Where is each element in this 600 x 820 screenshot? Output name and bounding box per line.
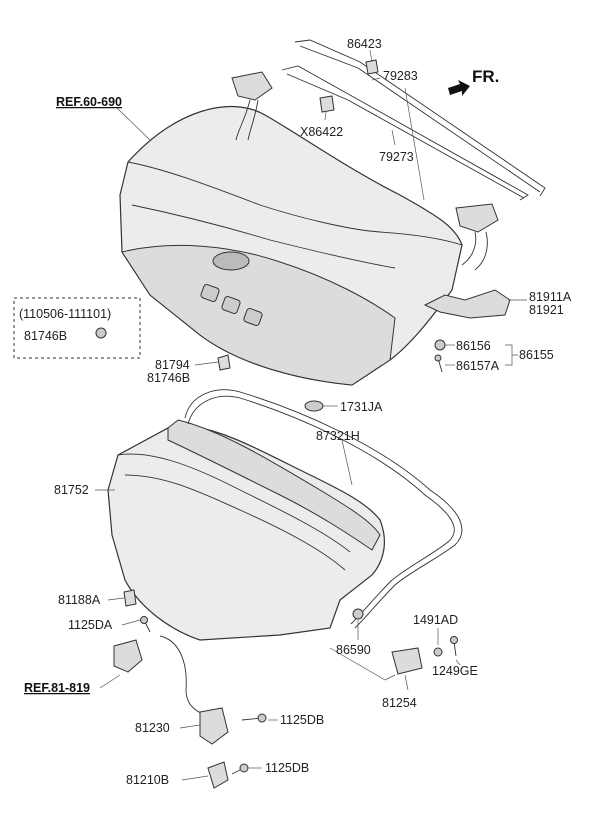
label-1125db-2: 1125DB [265,761,309,775]
label-81254: 81254 [382,696,417,710]
grommet-1731ja [304,400,324,412]
label-81921: 81921 [529,303,564,317]
trunk-lid [119,105,463,386]
weatherstrip-87321h [184,389,463,629]
latch-actuator [113,639,143,673]
label-87321h: 87321H [316,429,360,443]
label-79273: 79273 [379,150,414,164]
clip-81746b-box-icon [95,327,107,339]
latch-81230 [199,707,229,745]
label-86156: 86156 [456,339,491,353]
bumper-81188a [123,589,137,607]
nut-1491ad [433,647,443,657]
switch-81254 [391,647,423,675]
label-ref-81-819[interactable]: REF.81-819 [24,681,90,695]
clip-x86422 [319,95,335,113]
label-1125db-1: 1125DB [280,713,324,727]
label-81911a: 81911A [529,290,572,304]
label-81188a: 81188A [58,593,101,607]
screw-1249ge [453,641,457,657]
label-81230: 81230 [135,721,170,735]
label-date-range: (110506-111101) [19,307,111,321]
part-labels: 86423 79283 FR. REF.60-690 X86422 79273 … [19,37,572,787]
front-direction-arrow [448,80,470,96]
striker-81210b [207,761,229,789]
clip-81794 [217,354,231,371]
label-1125da: 1125DA [68,618,113,632]
label-1491ad: 1491AD [413,613,458,627]
label-fr: FR. [472,67,499,86]
release-cable [159,635,209,717]
label-86157a: 86157A [456,359,500,373]
nut-86156 [434,339,446,351]
label-86590: 86590 [336,643,371,657]
label-81752: 81752 [54,483,89,497]
torsion-bars [281,39,546,201]
clip-86590 [352,608,364,620]
label-86423: 86423 [347,37,382,51]
label-81210b: 81210B [126,773,169,787]
label-81794: 81794 [155,358,190,372]
label-1249ge: 1249GE [432,664,478,678]
clip-86423 [365,59,379,75]
label-ref-60-690[interactable]: REF.60-690 [56,95,122,109]
label-81746b-box: 81746B [24,329,67,343]
label-79283: 79283 [383,69,418,83]
trunk-lid-trim [107,419,386,641]
label-81746b: 81746B [147,371,190,385]
label-x86422: X86422 [300,125,343,139]
left-hinge [231,71,273,141]
label-1731ja: 1731JA [340,400,383,414]
label-86155: 86155 [519,348,554,362]
leader-lines [95,49,527,781]
date-range-box [13,297,141,359]
right-hinge [455,203,499,271]
